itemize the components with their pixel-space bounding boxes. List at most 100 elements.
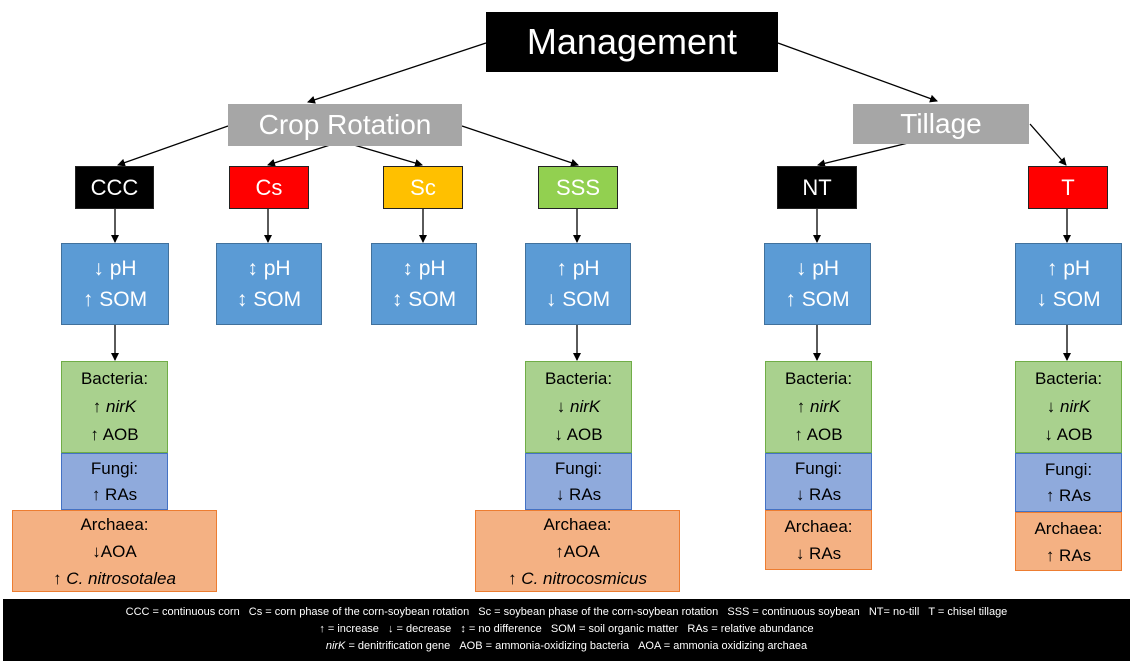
fungi-box-sss: Fungi: ↓ RAs bbox=[525, 453, 632, 510]
nirk-gene: nirK bbox=[1060, 397, 1091, 416]
ras-line: ↓ RAs bbox=[795, 544, 842, 563]
soil-box-sss: ↑ pH ↓ SOM bbox=[525, 243, 631, 325]
nirk-gene: nirK bbox=[570, 397, 601, 416]
fungi-box-t: Fungi: ↑ RAs bbox=[1015, 453, 1122, 512]
bacteria-box-sss: Bacteria: ↓ nirK ↓ AOB bbox=[525, 361, 632, 453]
arrow-crop-rotation-ccc bbox=[117, 125, 229, 167]
category-crop-rotation: Crop Rotation bbox=[228, 104, 462, 146]
ph-line: ↕ pH bbox=[247, 253, 290, 284]
ph-label: pH bbox=[263, 257, 291, 280]
som-label: SOM bbox=[408, 288, 457, 311]
legend-decrease: ↓ = decrease bbox=[388, 623, 452, 635]
bacteria-box-t: Bacteria: ↓ nirK ↓ AOB bbox=[1015, 361, 1122, 453]
legend-row-genes: nirK = denitrification gene AOB = ammoni… bbox=[3, 638, 1130, 655]
arrow-tillage-t bbox=[1029, 123, 1067, 166]
node-cs: Cs bbox=[229, 166, 309, 209]
nirk-line: ↓ nirK bbox=[556, 397, 601, 416]
ph-label: pH bbox=[109, 257, 137, 280]
arrow-tillage-nt bbox=[817, 142, 909, 168]
som-label: SOM bbox=[562, 288, 611, 311]
management-title: Management bbox=[486, 12, 778, 72]
nirk-gene: nirK bbox=[106, 397, 137, 416]
legend-ras: RAs = relative abundance bbox=[687, 623, 814, 635]
som-line: ↓ SOM bbox=[546, 284, 610, 315]
soil-box-t: ↑ pH ↓ SOM bbox=[1015, 243, 1122, 325]
ph-label: pH bbox=[418, 257, 446, 280]
ph-arrow: ↑ bbox=[1046, 257, 1058, 280]
node-sss: SSS bbox=[538, 166, 618, 209]
bacteria-heading: Bacteria: bbox=[544, 369, 613, 388]
ph-arrow: ↓ bbox=[93, 257, 104, 280]
ras-line: ↓ RAs bbox=[795, 484, 842, 504]
legend-row-symbols: ↑ = increase ↓ = decrease ↕ = no differe… bbox=[3, 621, 1130, 638]
legend-som: SOM = soil organic matter bbox=[550, 623, 679, 635]
legend: CCC = continuous corn Cs = corn phase of… bbox=[3, 599, 1130, 661]
legend-sss: SSS = continuous soybean bbox=[727, 606, 860, 618]
ph-label: pH bbox=[812, 257, 840, 280]
som-line: ↑ SOM bbox=[83, 284, 147, 315]
node-ccc: CCC bbox=[75, 166, 154, 209]
legend-sc: Sc = soybean phase of the corn-soybean r… bbox=[478, 606, 719, 618]
som-label: SOM bbox=[99, 288, 148, 311]
archaea-heading: Archaea: bbox=[80, 514, 149, 534]
ph-arrow: ↕ bbox=[247, 257, 258, 280]
species-line: ↑ C. nitrosotalea bbox=[53, 568, 176, 588]
ph-label: pH bbox=[572, 257, 600, 280]
ph-arrow: ↓ bbox=[795, 257, 807, 280]
som-arrow: ↕ bbox=[236, 288, 248, 311]
node-nt: NT bbox=[777, 166, 857, 209]
ph-label: pH bbox=[1063, 257, 1091, 280]
arrow-management-tillage bbox=[777, 42, 938, 103]
ras-line: ↑ RAs bbox=[91, 484, 138, 504]
legend-nirk-term: nirK bbox=[325, 640, 346, 652]
archaea-box-t: Archaea: ↑ RAs bbox=[1015, 512, 1122, 571]
species-name: C. nitrosotalea bbox=[66, 568, 176, 588]
fungi-box-ccc: Fungi: ↑ RAs bbox=[61, 453, 168, 510]
archaea-heading: Archaea: bbox=[1034, 518, 1103, 538]
fungi-heading: Fungi: bbox=[90, 458, 139, 478]
bacteria-heading: Bacteria: bbox=[784, 369, 853, 388]
fungi-box-nt: Fungi: ↓ RAs bbox=[765, 453, 872, 510]
ras-line: ↑ RAs bbox=[1045, 485, 1092, 505]
legend-aoa: AOA = ammonia oxidizing archaea bbox=[638, 640, 808, 652]
som-arrow: ↑ bbox=[785, 288, 796, 311]
legend-row-abbreviations: CCC = continuous corn Cs = corn phase of… bbox=[3, 604, 1130, 621]
arrow-management-crop-rotation bbox=[307, 42, 487, 104]
arrow-crop-rotation-sss bbox=[461, 125, 579, 167]
ph-arrow: ↑ bbox=[556, 257, 567, 280]
som-arrow: ↓ bbox=[545, 288, 557, 311]
som-line: ↑ SOM bbox=[785, 284, 849, 315]
node-t: T bbox=[1028, 166, 1108, 209]
fungi-heading: Fungi: bbox=[554, 458, 603, 478]
fungi-heading: Fungi: bbox=[1044, 459, 1093, 479]
legend-increase: ↑ = increase bbox=[319, 623, 379, 635]
soil-box-sc: ↕ pH ↕ SOM bbox=[371, 243, 477, 325]
som-line: ↕ SOM bbox=[237, 284, 301, 315]
legend-ccc: CCC = continuous corn bbox=[125, 606, 240, 618]
aob-line: ↑ AOB bbox=[794, 425, 843, 444]
soil-box-nt: ↓ pH ↑ SOM bbox=[764, 243, 871, 325]
ph-arrow: ↕ bbox=[402, 257, 413, 280]
ph-line: ↓ pH bbox=[93, 253, 136, 284]
archaea-box-sss: Archaea: ↑AOA ↑ C. nitrocosmicus bbox=[475, 510, 680, 592]
legend-nirk: nirK = denitrification gene bbox=[326, 640, 450, 652]
species-line: ↑ C. nitrocosmicus bbox=[508, 568, 647, 588]
ph-line: ↑ pH bbox=[556, 253, 599, 284]
som-line: ↕ SOM bbox=[392, 284, 456, 315]
archaea-box-ccc: Archaea: ↓AOA ↑ C. nitrosotalea bbox=[12, 510, 217, 592]
archaea-heading: Archaea: bbox=[543, 514, 612, 534]
som-label: SOM bbox=[801, 288, 850, 311]
som-label: SOM bbox=[253, 288, 302, 311]
nirk-line: ↓ nirK bbox=[1046, 397, 1091, 416]
bacteria-heading: Bacteria: bbox=[1034, 369, 1103, 388]
archaea-heading: Archaea: bbox=[784, 517, 853, 536]
node-sc: Sc bbox=[383, 166, 463, 209]
ph-line: ↕ pH bbox=[402, 253, 445, 284]
legend-cs: Cs = corn phase of the corn-soybean rota… bbox=[248, 606, 470, 618]
bacteria-box-nt: Bacteria: ↑ nirK ↑ AOB bbox=[765, 361, 872, 453]
ras-line: ↓ RAs bbox=[555, 484, 602, 504]
nirk-line: ↑ nirK bbox=[92, 397, 137, 416]
nirk-gene: nirK bbox=[810, 397, 841, 416]
bacteria-box-ccc: Bacteria: ↑ nirK ↑ AOB bbox=[61, 361, 168, 453]
